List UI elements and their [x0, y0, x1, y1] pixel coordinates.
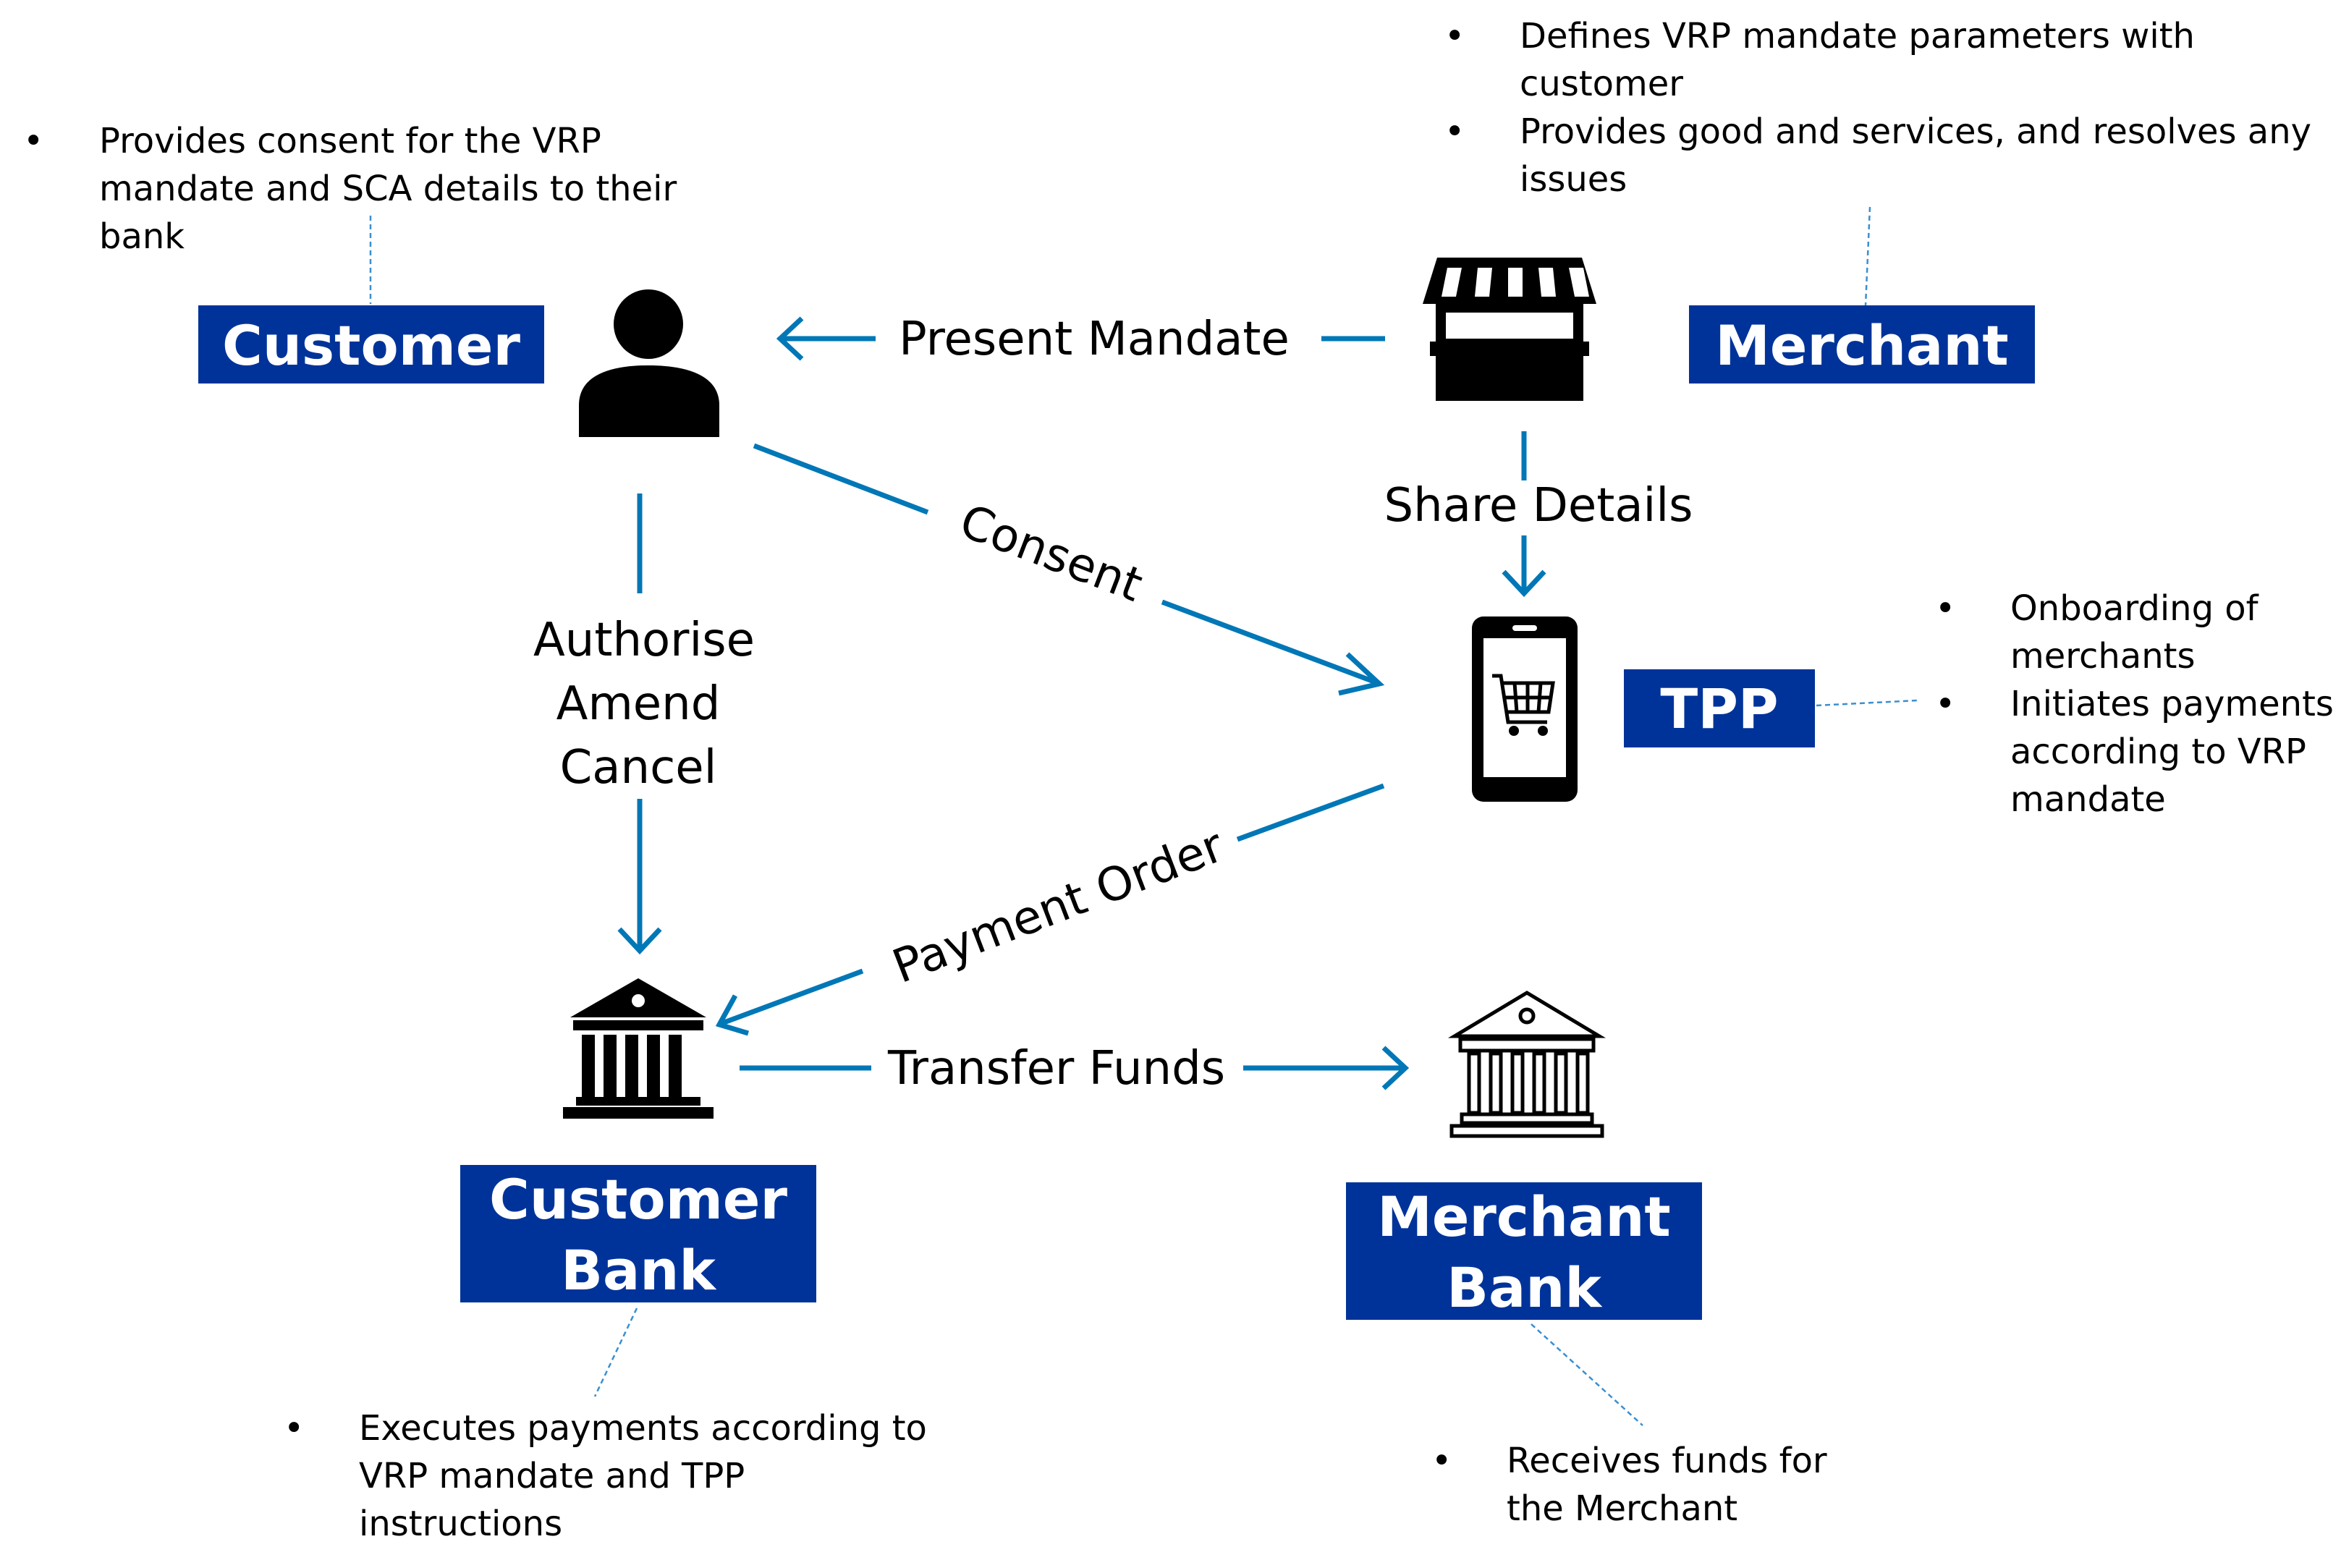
- merchant-bank-role-label-line2: Bank: [1447, 1255, 1602, 1320]
- merchant-bank-note-line: the Merchant: [1507, 1488, 1737, 1529]
- payment-order-label: Payment Order: [886, 819, 1232, 994]
- bullet: •: [1935, 684, 1955, 724]
- merchant-note: • Defines VRP mandate parameters with cu…: [1444, 16, 2311, 200]
- customer-role-box: Customer: [198, 305, 544, 383]
- bullet: •: [1444, 16, 1465, 56]
- authorise-label: Authorise: [533, 614, 755, 667]
- authorise-amend-cancel-arrow: [617, 493, 662, 955]
- customer-bank-role-label-line2: Bank: [561, 1238, 716, 1302]
- merchant-note-line: issues: [1520, 159, 1627, 200]
- tpp-note-line: mandate: [2010, 779, 2166, 820]
- merchant-note-line: customer: [1520, 64, 1683, 104]
- customer-bank-role-label-line1: Customer: [489, 1167, 787, 1232]
- storefront-icon: [1423, 258, 1596, 401]
- merchant-role-box: Merchant: [1689, 305, 2035, 383]
- merchant-bank-note-line: Receives funds for: [1507, 1441, 1827, 1481]
- tpp-note-line: merchants: [2010, 636, 2195, 677]
- customer-note: • Provides consent for the VRP mandate a…: [23, 121, 677, 257]
- consent-label: Consent: [952, 494, 1149, 612]
- bank-filled-icon: [563, 978, 714, 1119]
- smartphone-cart-icon: [1472, 616, 1578, 802]
- merchant-note-leader: [1864, 206, 1871, 306]
- tpp-note: • Onboarding of merchants • Initiates pa…: [1935, 588, 2334, 820]
- bullet: •: [23, 121, 43, 161]
- tpp-note-line: Onboarding of: [2010, 588, 2259, 629]
- tpp-role-box: TPP: [1624, 669, 1815, 747]
- present-mandate-label: Present Mandate: [899, 313, 1290, 366]
- bullet: •: [284, 1408, 304, 1449]
- bank-outline-icon: [1447, 991, 1606, 1138]
- consent-arrow: [753, 443, 1385, 696]
- merchant-bank-role-box: Merchant Bank: [1346, 1182, 1702, 1320]
- customer-note-line: mandate and SCA details to their: [99, 169, 677, 209]
- person-icon: [579, 289, 719, 437]
- customer-bank-note: • Executes payments according to VRP man…: [284, 1408, 927, 1544]
- tpp-role-label: TPP: [1660, 677, 1778, 741]
- share-details-arrow: [1502, 431, 1546, 598]
- merchant-note-line: Defines VRP mandate parameters with: [1520, 16, 2195, 56]
- cancel-label: Cancel: [560, 741, 717, 794]
- customer-note-line: Provides consent for the VRP: [99, 121, 601, 161]
- customer-bank-role-box: Customer Bank: [460, 1165, 816, 1302]
- tpp-note-line: Initiates payments: [2010, 684, 2334, 724]
- present-mandate-arrow: [776, 316, 1385, 361]
- amend-label: Amend: [556, 677, 721, 731]
- transfer-funds-label: Transfer Funds: [887, 1042, 1225, 1096]
- merchant-bank-note: • Receives funds for the Merchant: [1431, 1441, 1827, 1529]
- tpp-note-leader: [1816, 699, 1918, 707]
- merchant-bank-role-label-line1: Merchant: [1377, 1185, 1671, 1249]
- merchant-bank-note-leader: [1531, 1323, 1643, 1426]
- merchant-role-label: Merchant: [1715, 313, 2009, 378]
- bullet: •: [1935, 588, 1955, 629]
- customer-role-label: Customer: [222, 313, 520, 378]
- merchant-note-line: Provides good and services, and resolves…: [1520, 111, 2311, 152]
- customer-bank-note-line: VRP mandate and TPP: [359, 1456, 745, 1496]
- customer-bank-note-line: Executes payments according to: [359, 1408, 927, 1449]
- payment-order-arrow: [715, 783, 1385, 1036]
- customer-bank-note-leader: [593, 1308, 638, 1397]
- share-details-label: Share Details: [1384, 479, 1693, 533]
- tpp-note-line: according to VRP: [2010, 732, 2306, 772]
- customer-note-line: bank: [99, 216, 185, 257]
- customer-bank-note-line: instructions: [359, 1504, 562, 1544]
- transfer-funds-arrow: [740, 1046, 1410, 1090]
- bullet: •: [1444, 111, 1465, 152]
- bullet: •: [1431, 1441, 1452, 1481]
